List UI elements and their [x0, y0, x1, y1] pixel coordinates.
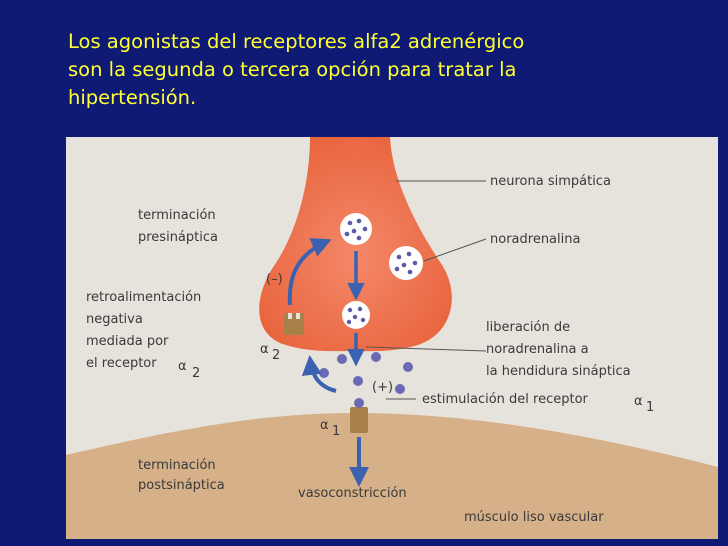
label-stim: estimulación del receptor — [422, 392, 589, 407]
label-alpha2-symbol: α — [260, 342, 269, 357]
vesicle-right — [389, 246, 423, 280]
label-musculo: músculo liso vascular — [464, 510, 604, 525]
label-stim-alpha-sub: 1 — [646, 400, 654, 415]
label-presynaptic-1: terminación — [138, 208, 216, 223]
title-line-3: hipertensión. — [68, 86, 197, 109]
arrow-cleft-to-alpha2 — [301, 355, 337, 393]
label-alpha2-sub: 2 — [272, 348, 280, 363]
label-presynaptic-2: presináptica — [138, 230, 218, 245]
leader-noradrenalina — [423, 238, 487, 262]
label-feedback-sign: (–) — [266, 272, 283, 287]
label-feedback-2: negativa — [86, 312, 143, 327]
label-noradrenalina: noradrenalina — [490, 232, 580, 247]
leader-release — [365, 346, 487, 352]
vesicle-releasing — [342, 301, 370, 329]
alpha1-receptor — [350, 398, 368, 433]
muscle-tissue — [66, 413, 718, 539]
label-feedback-alpha-sub: 2 — [192, 366, 200, 381]
arrow-feedback — [287, 238, 332, 306]
label-alpha1-sub: 1 — [332, 424, 340, 439]
vesicle-top — [340, 213, 372, 245]
label-feedback-3: mediada por — [86, 334, 169, 349]
label-postsynaptic-2: postsináptica — [138, 478, 225, 493]
label-feedback-alpha: α — [178, 359, 187, 374]
label-release-2: noradrenalina a — [486, 342, 589, 357]
slide-title: Los agonistas del receptores alfa2 adren… — [68, 28, 718, 112]
label-feedback-1: retroalimentación — [86, 290, 201, 305]
synapse-diagram: terminación presináptica neurona simpáti… — [66, 137, 718, 539]
title-line-2: son la segunda o tercera opción para tra… — [68, 58, 517, 81]
label-alpha1-symbol: α — [320, 418, 329, 433]
label-release-1: liberación de — [486, 320, 570, 335]
title-line-1: Los agonistas del receptores alfa2 adren… — [68, 30, 525, 53]
label-release-3: la hendidura sináptica — [486, 364, 631, 379]
alpha2-receptor — [284, 313, 304, 335]
label-neurona: neurona simpática — [490, 174, 611, 189]
label-feedback-4: el receptor — [86, 356, 157, 371]
label-stim-sign: (+) — [372, 380, 393, 395]
label-vasoconstriccion: vasoconstricción — [298, 486, 407, 501]
label-stim-alpha: α — [634, 394, 643, 409]
label-postsynaptic-1: terminación — [138, 458, 216, 473]
